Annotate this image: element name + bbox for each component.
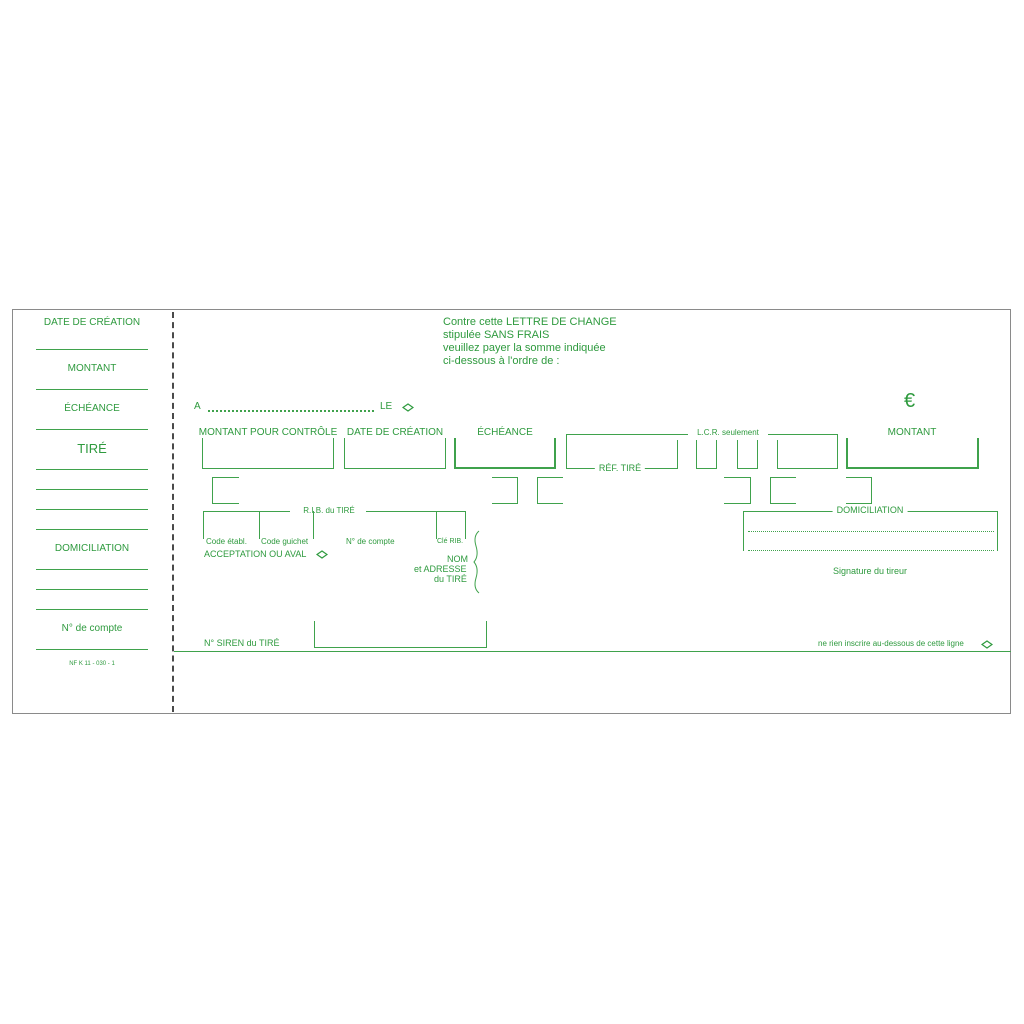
stub-line xyxy=(36,649,148,650)
domiciliation-dotted-line xyxy=(748,531,994,532)
echeance-field[interactable] xyxy=(454,438,556,469)
domiciliation-dotted-line xyxy=(748,550,994,551)
corner-bracket xyxy=(212,477,239,504)
nom-label: NOM xyxy=(447,554,468,564)
brace-icon xyxy=(473,530,480,594)
instruction-line-3: veuillez payer la somme indiquée xyxy=(443,342,606,354)
num-compte-label: N° de compte xyxy=(346,537,395,546)
lcr-bracket-tick xyxy=(837,434,838,440)
signature-tireur-label: Signature du tireur xyxy=(832,566,908,576)
echeance-label: ÉCHÉANCE xyxy=(477,427,533,438)
rib-divider xyxy=(259,511,260,539)
siren-label: N° SIREN du TIRÉ xyxy=(204,638,280,648)
lcr-seulement-label: L.C.R. seulement xyxy=(697,428,759,437)
lettre-de-change-form xyxy=(12,309,1011,714)
arrow-icon xyxy=(316,550,328,559)
euro-symbol: € xyxy=(904,390,916,412)
lcr-small-field-2[interactable] xyxy=(737,440,758,469)
bottom-separator-line xyxy=(174,651,1011,652)
montant-controle-label: MONTANT POUR CONTRÔLE xyxy=(198,427,338,438)
rib-bracket-line xyxy=(203,511,290,512)
instruction-line-1: Contre cette LETTRE DE CHANGE xyxy=(443,316,617,328)
lcr-bracket-line xyxy=(566,434,688,435)
stub-line xyxy=(36,469,148,470)
stub-line xyxy=(36,349,148,350)
corner-bracket xyxy=(492,477,518,504)
du-tire-label: du TIRÉ xyxy=(434,574,467,584)
place-dotted-line xyxy=(208,410,374,412)
acceptation-label: ACCEPTATION OU AVAL xyxy=(204,549,307,559)
stub-num-compte-label: N° de compte xyxy=(61,623,123,634)
stub-line xyxy=(36,589,148,590)
cle-rib-label: Clé RIB. xyxy=(437,538,464,545)
stub-line xyxy=(36,529,148,530)
domiciliation-label: DOMICILIATION xyxy=(832,506,908,515)
corner-bracket xyxy=(724,477,751,504)
rib-divider xyxy=(465,511,466,539)
instruction-line-4: ci-dessous à l'ordre de : xyxy=(443,355,560,367)
corner-bracket xyxy=(846,477,872,504)
montant-label: MONTANT xyxy=(887,427,937,438)
stub-line xyxy=(36,389,148,390)
rib-divider xyxy=(313,511,314,539)
stub-montant-label: MONTANT xyxy=(67,363,117,374)
ne-rien-inscrire-label: ne rien inscrire au-dessous de cette lig… xyxy=(818,639,964,648)
le-label: LE xyxy=(380,401,393,412)
stub-line xyxy=(36,489,148,490)
stub-echeance-label: ÉCHÉANCE xyxy=(64,403,120,414)
stub-date-creation-label: DATE DE CRÉATION xyxy=(43,317,141,328)
lcr-field-3[interactable] xyxy=(777,440,838,469)
code-etabl-label: Code établ. xyxy=(206,537,247,546)
date-creation-field[interactable] xyxy=(344,438,446,469)
stub-domiciliation-label: DOMICILIATION xyxy=(54,543,130,554)
date-creation-label: DATE DE CRÉATION xyxy=(346,427,444,438)
lcr-bracket-line xyxy=(768,434,838,435)
et-adresse-label: et ADRESSE xyxy=(414,564,467,574)
rib-divider xyxy=(203,511,204,539)
siren-field[interactable] xyxy=(314,621,487,648)
stub-line xyxy=(36,509,148,510)
corner-bracket xyxy=(770,477,796,504)
code-guichet-label: Code guichet xyxy=(261,537,309,546)
rib-tire-label: R.I.B. du TIRÉ xyxy=(303,506,355,515)
stub-line xyxy=(36,569,148,570)
a-label: A xyxy=(194,401,201,412)
ref-tire-label: RÉF. TIRÉ xyxy=(594,464,646,473)
stub-line xyxy=(36,609,148,610)
perforation-line xyxy=(172,312,174,712)
arrow-icon xyxy=(981,640,993,649)
stub-line xyxy=(36,429,148,430)
arrow-icon xyxy=(402,403,414,412)
stub-tire-label: TIRÉ xyxy=(77,441,107,456)
lcr-small-field-1[interactable] xyxy=(696,440,717,469)
montant-controle-field[interactable] xyxy=(202,438,334,469)
rib-divider xyxy=(436,511,437,539)
instruction-line-2: stipulée SANS FRAIS xyxy=(443,329,550,341)
corner-bracket xyxy=(537,477,563,504)
lcr-bracket-tick xyxy=(566,434,567,440)
rib-bracket-line xyxy=(366,511,465,512)
montant-field[interactable] xyxy=(846,438,979,469)
stub-norm-reference: NF K 11 - 030 - 1 xyxy=(69,661,115,667)
